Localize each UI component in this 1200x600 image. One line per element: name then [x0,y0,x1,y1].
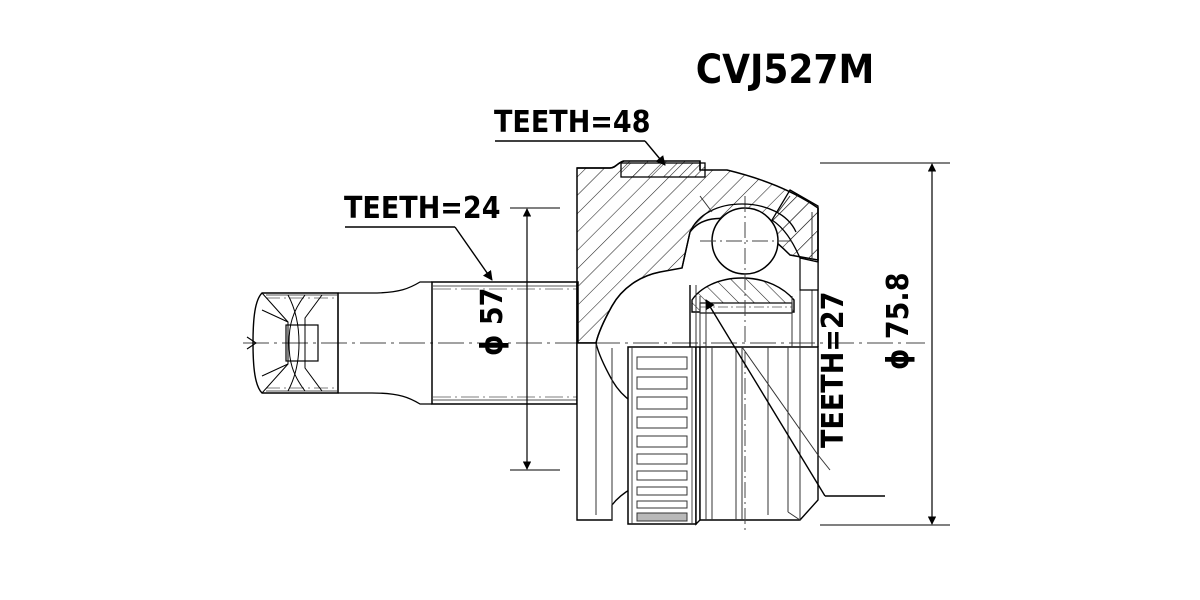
shaft-spline-end [246,292,339,394]
outer-race-right-shoulder [771,189,819,291]
abs-ring-slots [636,356,688,522]
outer-race-tooth-band [620,162,706,178]
inner-race-lower [695,346,831,526]
dimension-outer-diameter [820,162,950,526]
teeth-inner-label: TEETH=27 [816,292,851,448]
inner-race-upper-section [689,208,819,347]
ball-track-contours [689,195,797,233]
shaft-neck-taper [338,281,432,405]
leader-teeth-shaft [345,226,493,281]
outer-diameter-label: ϕ 75.8 [881,273,916,370]
leader-teeth-inner [705,299,885,497]
shaft-diameter-label: ϕ 57 [475,288,510,356]
teeth-shaft-label: TEETH=24 [344,191,500,226]
teeth-outer-label: TEETH=48 [494,105,650,140]
dimension-shaft-diameter [510,207,560,471]
drawing-title: CVJ527M [696,47,875,93]
leader-teeth-outer [495,140,666,166]
abs-tone-ring [627,346,697,525]
